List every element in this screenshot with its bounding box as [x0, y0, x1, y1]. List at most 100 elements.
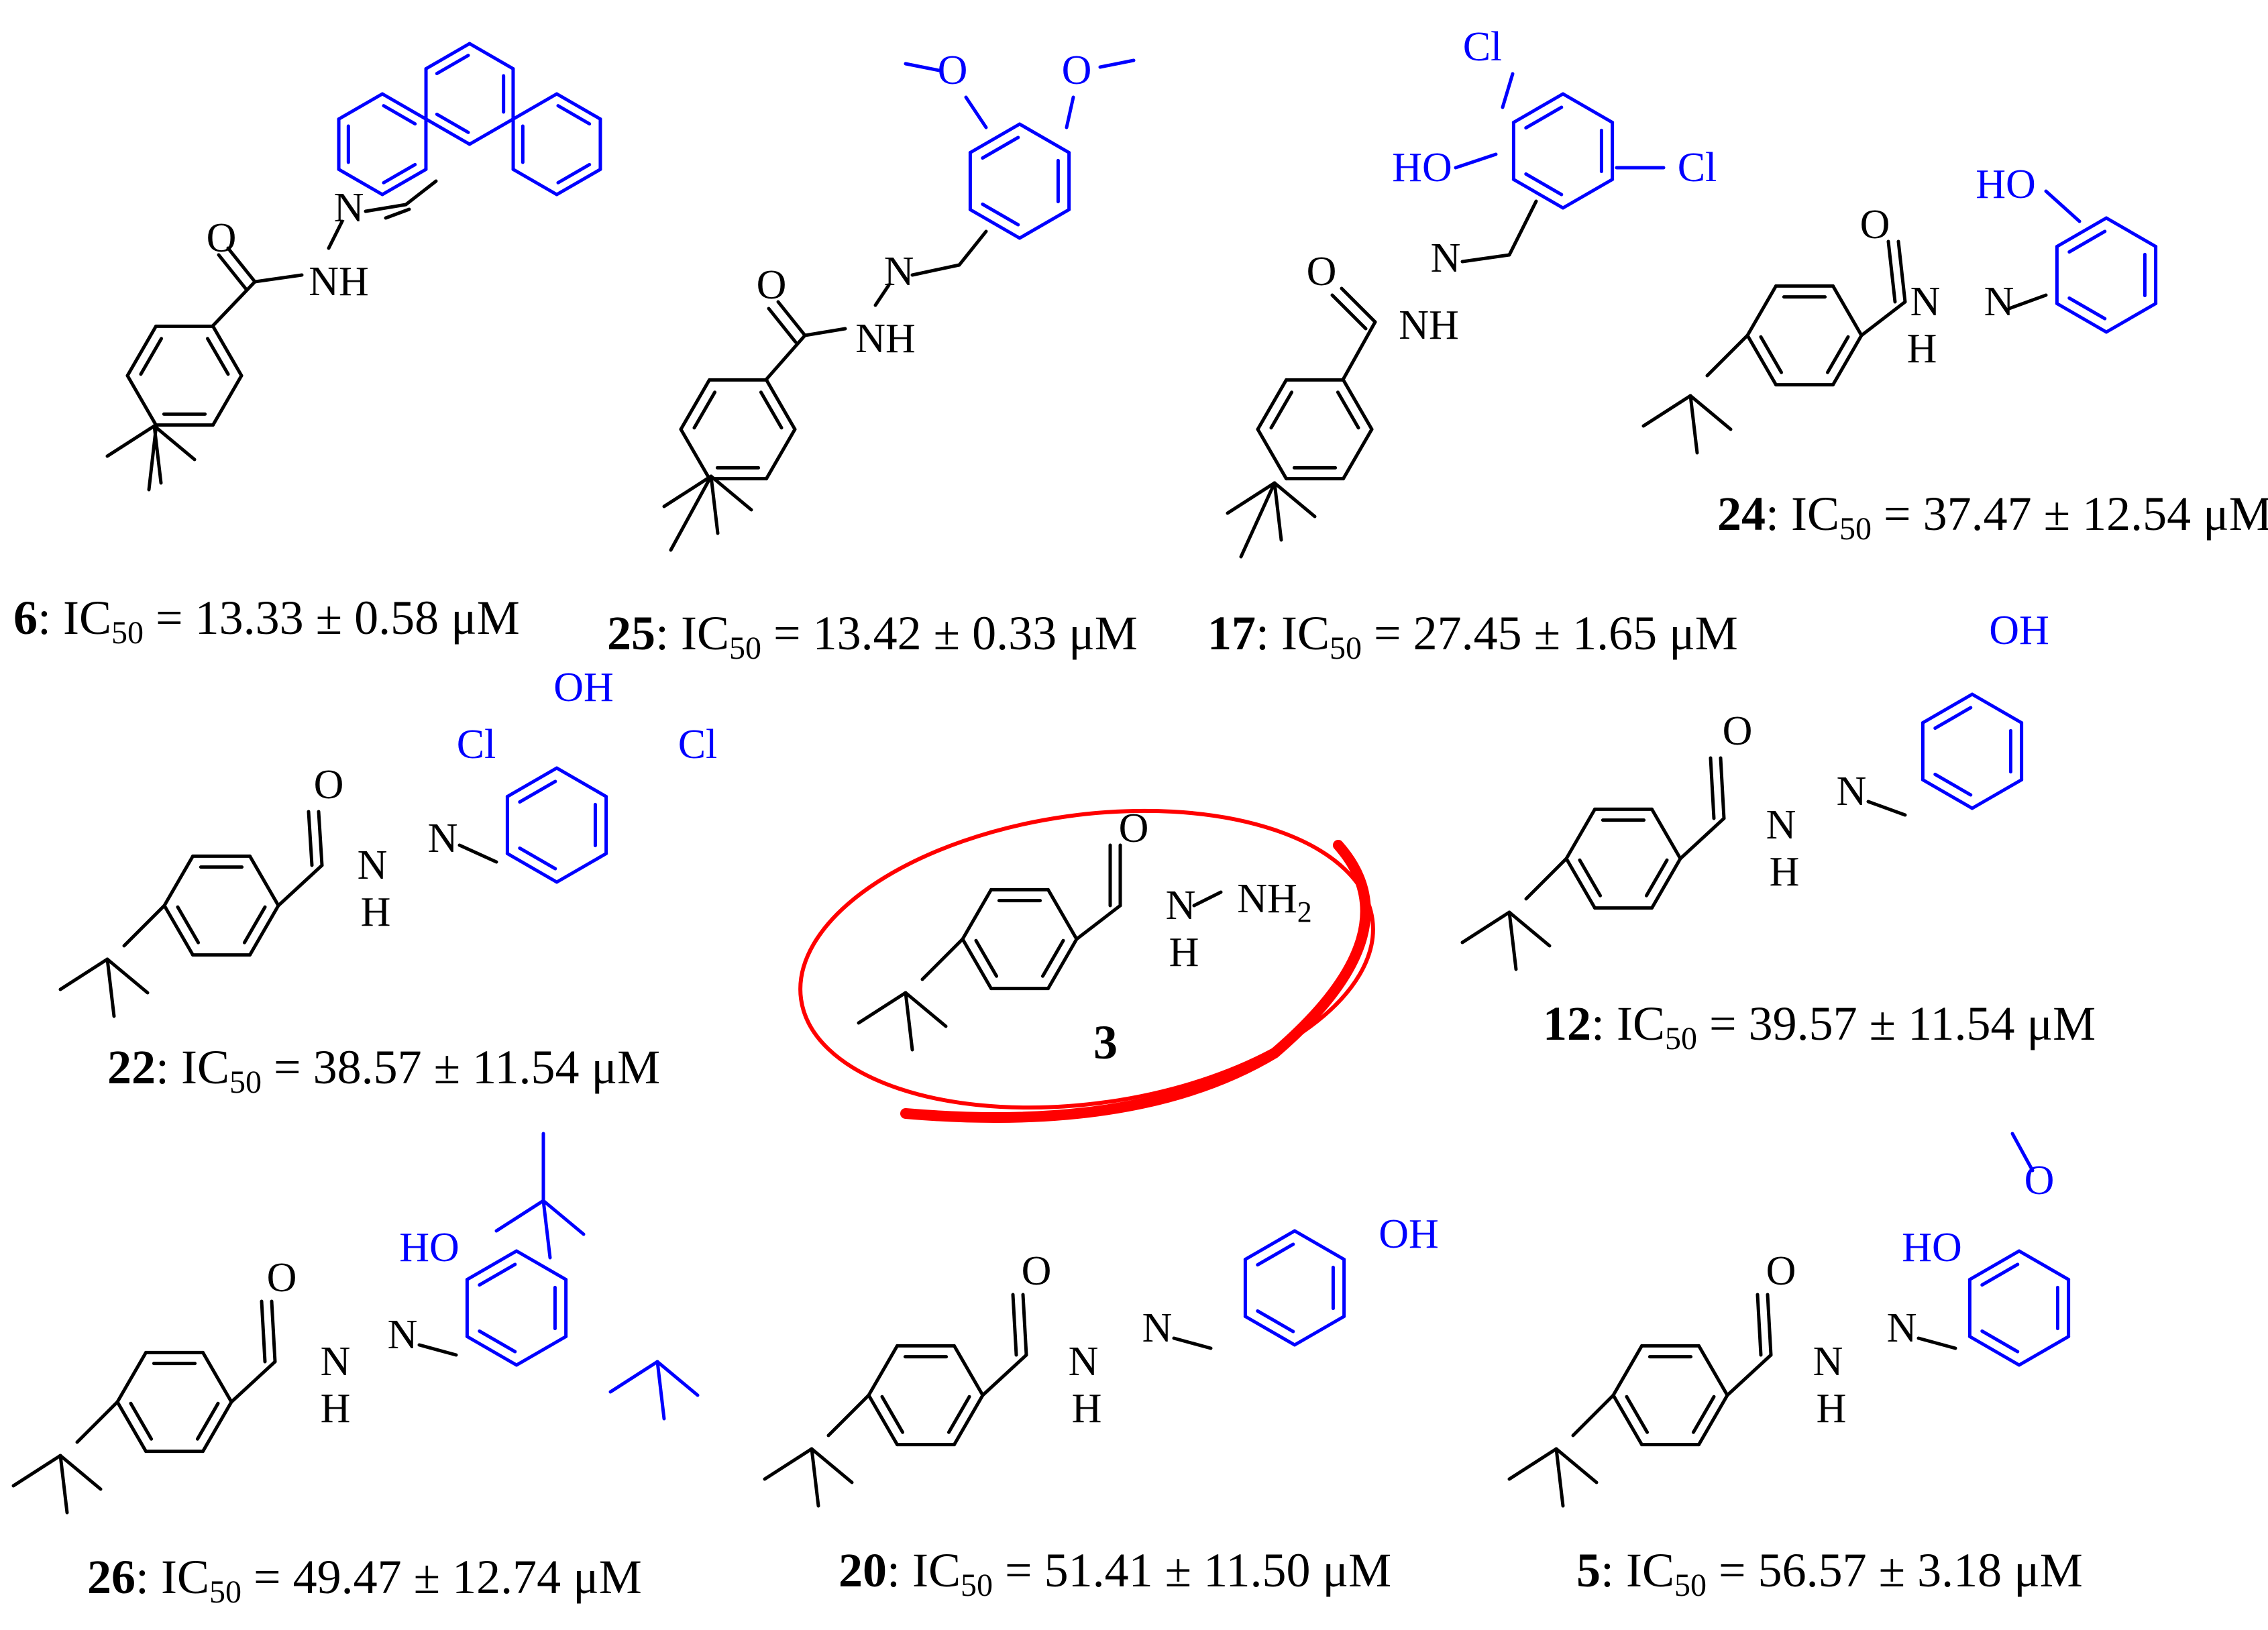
oxygen-label: O	[1860, 202, 1890, 248]
n-label: N	[884, 249, 914, 294]
tert-butyl-group	[58, 1454, 69, 1515]
bond	[276, 863, 324, 908]
oxygen-label: O	[1062, 48, 1092, 93]
benzene-ring	[1256, 378, 1288, 431]
tert-butyl-group	[1507, 1447, 1558, 1481]
nh-label: NH	[1399, 303, 1459, 348]
bond	[226, 246, 257, 284]
nh-label: NH	[855, 316, 916, 362]
caption-compound-17: 17: IC50 = 27.45 ± 1.65 μM	[1207, 606, 1738, 666]
bond	[1709, 756, 1716, 820]
double-bond	[1256, 1242, 1295, 1267]
compound-number: 20	[839, 1543, 887, 1597]
oxygen-label: O	[938, 48, 968, 93]
anthracene-ring	[380, 168, 428, 197]
double-bond	[1933, 706, 1973, 730]
double-bond	[692, 390, 717, 430]
double-bond	[478, 1329, 517, 1354]
bond	[1571, 1393, 1615, 1437]
anthracene-ring	[555, 92, 602, 121]
bond	[1021, 1293, 1028, 1357]
tert-butyl-group	[810, 1447, 820, 1508]
bond	[1507, 199, 1538, 257]
bond	[910, 263, 961, 277]
chlorine-label: Cl	[678, 722, 718, 767]
nh-label: NH	[309, 259, 369, 305]
compound-number: 25	[607, 606, 655, 660]
benzene-ring	[867, 1344, 899, 1397]
phenyl-ring	[1293, 1315, 1346, 1347]
anthracene-ring	[424, 42, 472, 70]
double-bond	[518, 846, 557, 871]
oxygen-label: O	[267, 1255, 297, 1301]
caption-compound-6: 6: IC50 = 13.33 ± 0.58 μM	[13, 591, 520, 651]
tert-butyl-group	[1688, 394, 1733, 431]
double-bond	[242, 905, 267, 944]
bond	[1725, 1353, 1773, 1397]
double-bond	[1759, 335, 1784, 374]
benzene-ring	[765, 378, 797, 431]
chlorine-label: Cl	[1463, 24, 1503, 70]
n-label: N	[1910, 279, 1941, 325]
phenyl-ring	[1561, 178, 1615, 210]
phenyl-ring	[2104, 302, 2158, 334]
bond	[327, 219, 344, 250]
ic50-value: 13.33 ± 0.58 μM	[195, 591, 520, 645]
bond	[229, 1360, 277, 1404]
phenyl-ring	[1967, 1249, 2021, 1281]
caption-compound-20: 20: IC50 = 51.41 ± 11.50 μM	[839, 1543, 1391, 1603]
tert-butyl-group	[763, 1447, 814, 1481]
bond	[1866, 800, 1907, 817]
double-bond	[556, 162, 592, 184]
double-bond	[435, 112, 470, 134]
bond	[1341, 320, 1377, 382]
bond	[147, 423, 158, 492]
anthracene-ring	[424, 117, 472, 146]
bond	[1766, 1293, 1773, 1357]
bond	[764, 333, 807, 382]
benzene-ring	[248, 854, 280, 908]
h-label: H	[1907, 326, 1937, 372]
benzene-ring	[211, 324, 244, 378]
bond	[1011, 1293, 1018, 1357]
tert-butyl-group	[662, 474, 713, 508]
benzene-ring	[953, 1393, 985, 1447]
tert-butyl-group	[1554, 1447, 1565, 1508]
phenyl-ring	[1967, 1335, 2021, 1367]
double-bond	[880, 1395, 905, 1434]
n-label: N	[1813, 1339, 1843, 1384]
phenyl-ring	[1293, 1229, 1346, 1261]
anthracene-ring	[511, 168, 559, 197]
n-label: N	[1142, 1305, 1173, 1351]
benzene-ring	[1697, 1393, 1729, 1447]
double-bond	[205, 337, 230, 376]
bond	[981, 1353, 1028, 1397]
anthracene-ring	[468, 117, 515, 146]
benzene-ring	[1256, 427, 1288, 481]
tert-butyl-group	[904, 991, 948, 1028]
tert-butyl-group	[608, 1360, 659, 1394]
n-label: N	[1166, 883, 1196, 928]
double-bond	[478, 1262, 517, 1287]
bond	[776, 300, 807, 337]
caption-compound-12: 12: IC50 = 39.57 ± 11.54 μM	[1543, 997, 2096, 1056]
benzene-ring	[248, 904, 280, 957]
chlorine-label: Cl	[457, 722, 496, 767]
benzene-ring	[961, 887, 993, 941]
benzene-ring	[211, 374, 244, 427]
double-bond	[139, 337, 164, 376]
bond	[803, 327, 847, 337]
bond	[457, 843, 498, 864]
benzene-ring	[867, 1393, 899, 1447]
double-bond	[1980, 1262, 2020, 1287]
phenyl-ring	[515, 1249, 568, 1281]
caption-compound-24: 24: IC50 = 37.47 ± 12.54 μM	[1717, 487, 2268, 547]
compound-number: 26	[87, 1550, 136, 1604]
tert-butyl-group	[58, 1454, 103, 1491]
compound-number: 6	[13, 591, 38, 645]
double-bond	[981, 202, 1020, 227]
ic50-value: 49.47 ± 12.74 μM	[293, 1550, 642, 1604]
bond	[1172, 1336, 1213, 1350]
tert-butyl-group	[1507, 910, 1552, 948]
double-bond	[518, 779, 557, 804]
